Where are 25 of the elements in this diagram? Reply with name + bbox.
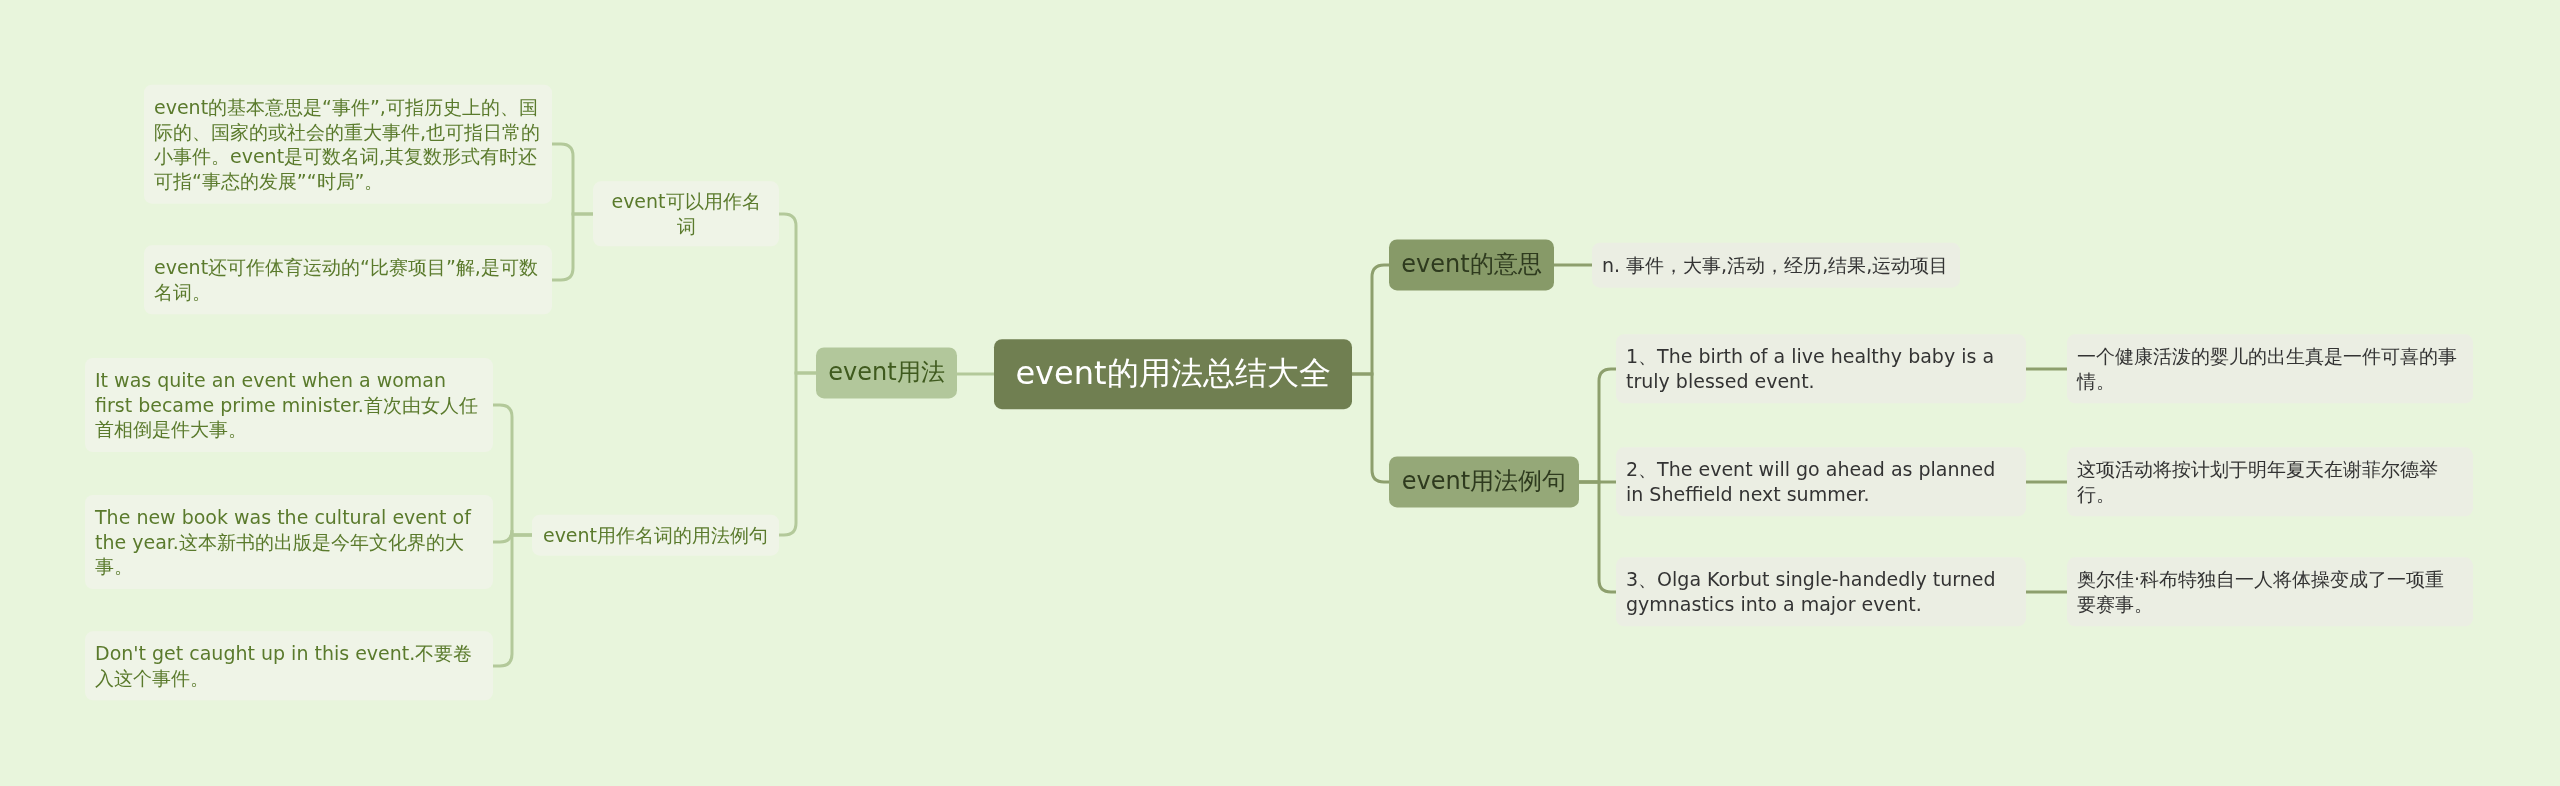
- connector-line: [552, 212, 593, 282]
- topic-box: event的意思: [1389, 239, 1554, 291]
- text-box: 一个健康活泼的婴儿的出生真是一件可喜的事情。: [2067, 334, 2473, 404]
- text-box: event的基本意思是“事件”,可指历史上的、国际的、国家的或社会的重大事件,也可指日常的小事件。event是可数名词,其复数形式有时还可指“事态的发展”“时局”。: [144, 84, 552, 204]
- subtopic-box: event用作名词的用法例句: [532, 514, 779, 556]
- connector-line: [1554, 263, 1592, 267]
- text-box: 1、The birth of a live healthy baby is a truly blessed event.: [1616, 334, 2026, 404]
- text-box: 2、The event will go ahead as planned in Sheffield next summer.: [1616, 447, 2026, 517]
- text-box: n. 事件，大事,活动，经历,结果,运动项目: [1592, 242, 1960, 288]
- text-box: 3、Olga Korbut single-handedly turned gymnastics into a major event.: [1616, 557, 2026, 627]
- central-topic-box: event的用法总结大全: [994, 339, 1352, 409]
- connector-line: [493, 533, 532, 668]
- text-box: 奥尔佳·科布特独自一人将体操变成了一项重要赛事。: [2067, 557, 2473, 627]
- topic-box: event用法: [816, 347, 957, 399]
- text-box: Don't get caught up in this event.不要卷入这个事件。: [85, 631, 493, 701]
- connector-line: [2026, 480, 2067, 484]
- text-box: It was quite an event when a woman first became prime minister.首次由女人任首相倒是件大事。: [85, 357, 493, 453]
- connector-line: [2026, 590, 2067, 594]
- text-box: 这项活动将按计划于明年夏天在谢菲尔德举行。: [2067, 447, 2473, 517]
- connector-line: [957, 372, 994, 376]
- topic-box: event用法例句: [1389, 456, 1579, 508]
- subtopic-box: event可以用作名词: [593, 181, 779, 247]
- text-box: event还可作体育运动的“比赛项目”解,是可数名词。: [144, 245, 552, 315]
- text-box: The new book was the cultural event of the year.这本新书的出版是今年文化界的大事。: [85, 494, 493, 590]
- connector-line: [2026, 367, 2067, 371]
